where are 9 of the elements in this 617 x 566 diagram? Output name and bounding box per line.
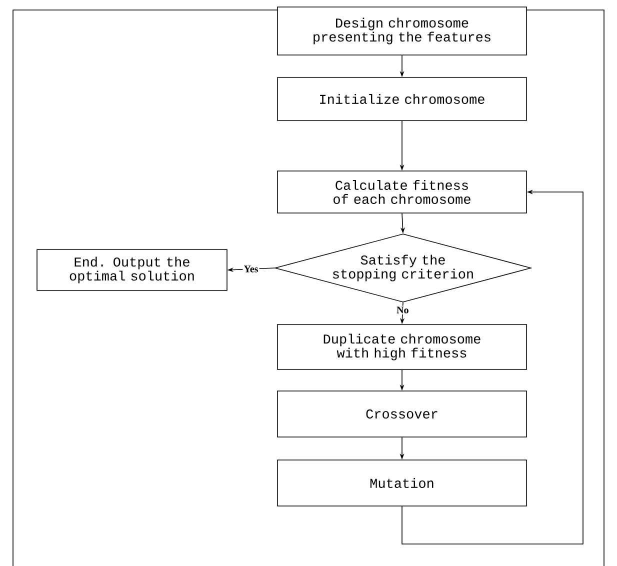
edge-label: Yes	[242, 264, 260, 274]
process-box: End. Output the optimal solution	[36, 249, 228, 291]
process-box: Design chromosome presenting the features	[277, 6, 527, 56]
process-box: Mutation	[277, 460, 527, 506]
process-box: Duplicate chromosome with high fitness	[277, 324, 527, 370]
process-box: Crossover	[277, 390, 527, 438]
process-box: Initialize chromosome	[277, 77, 527, 121]
process-box: Calculate fitness of each chromosome	[277, 170, 527, 214]
edge-label: No	[396, 306, 410, 314]
